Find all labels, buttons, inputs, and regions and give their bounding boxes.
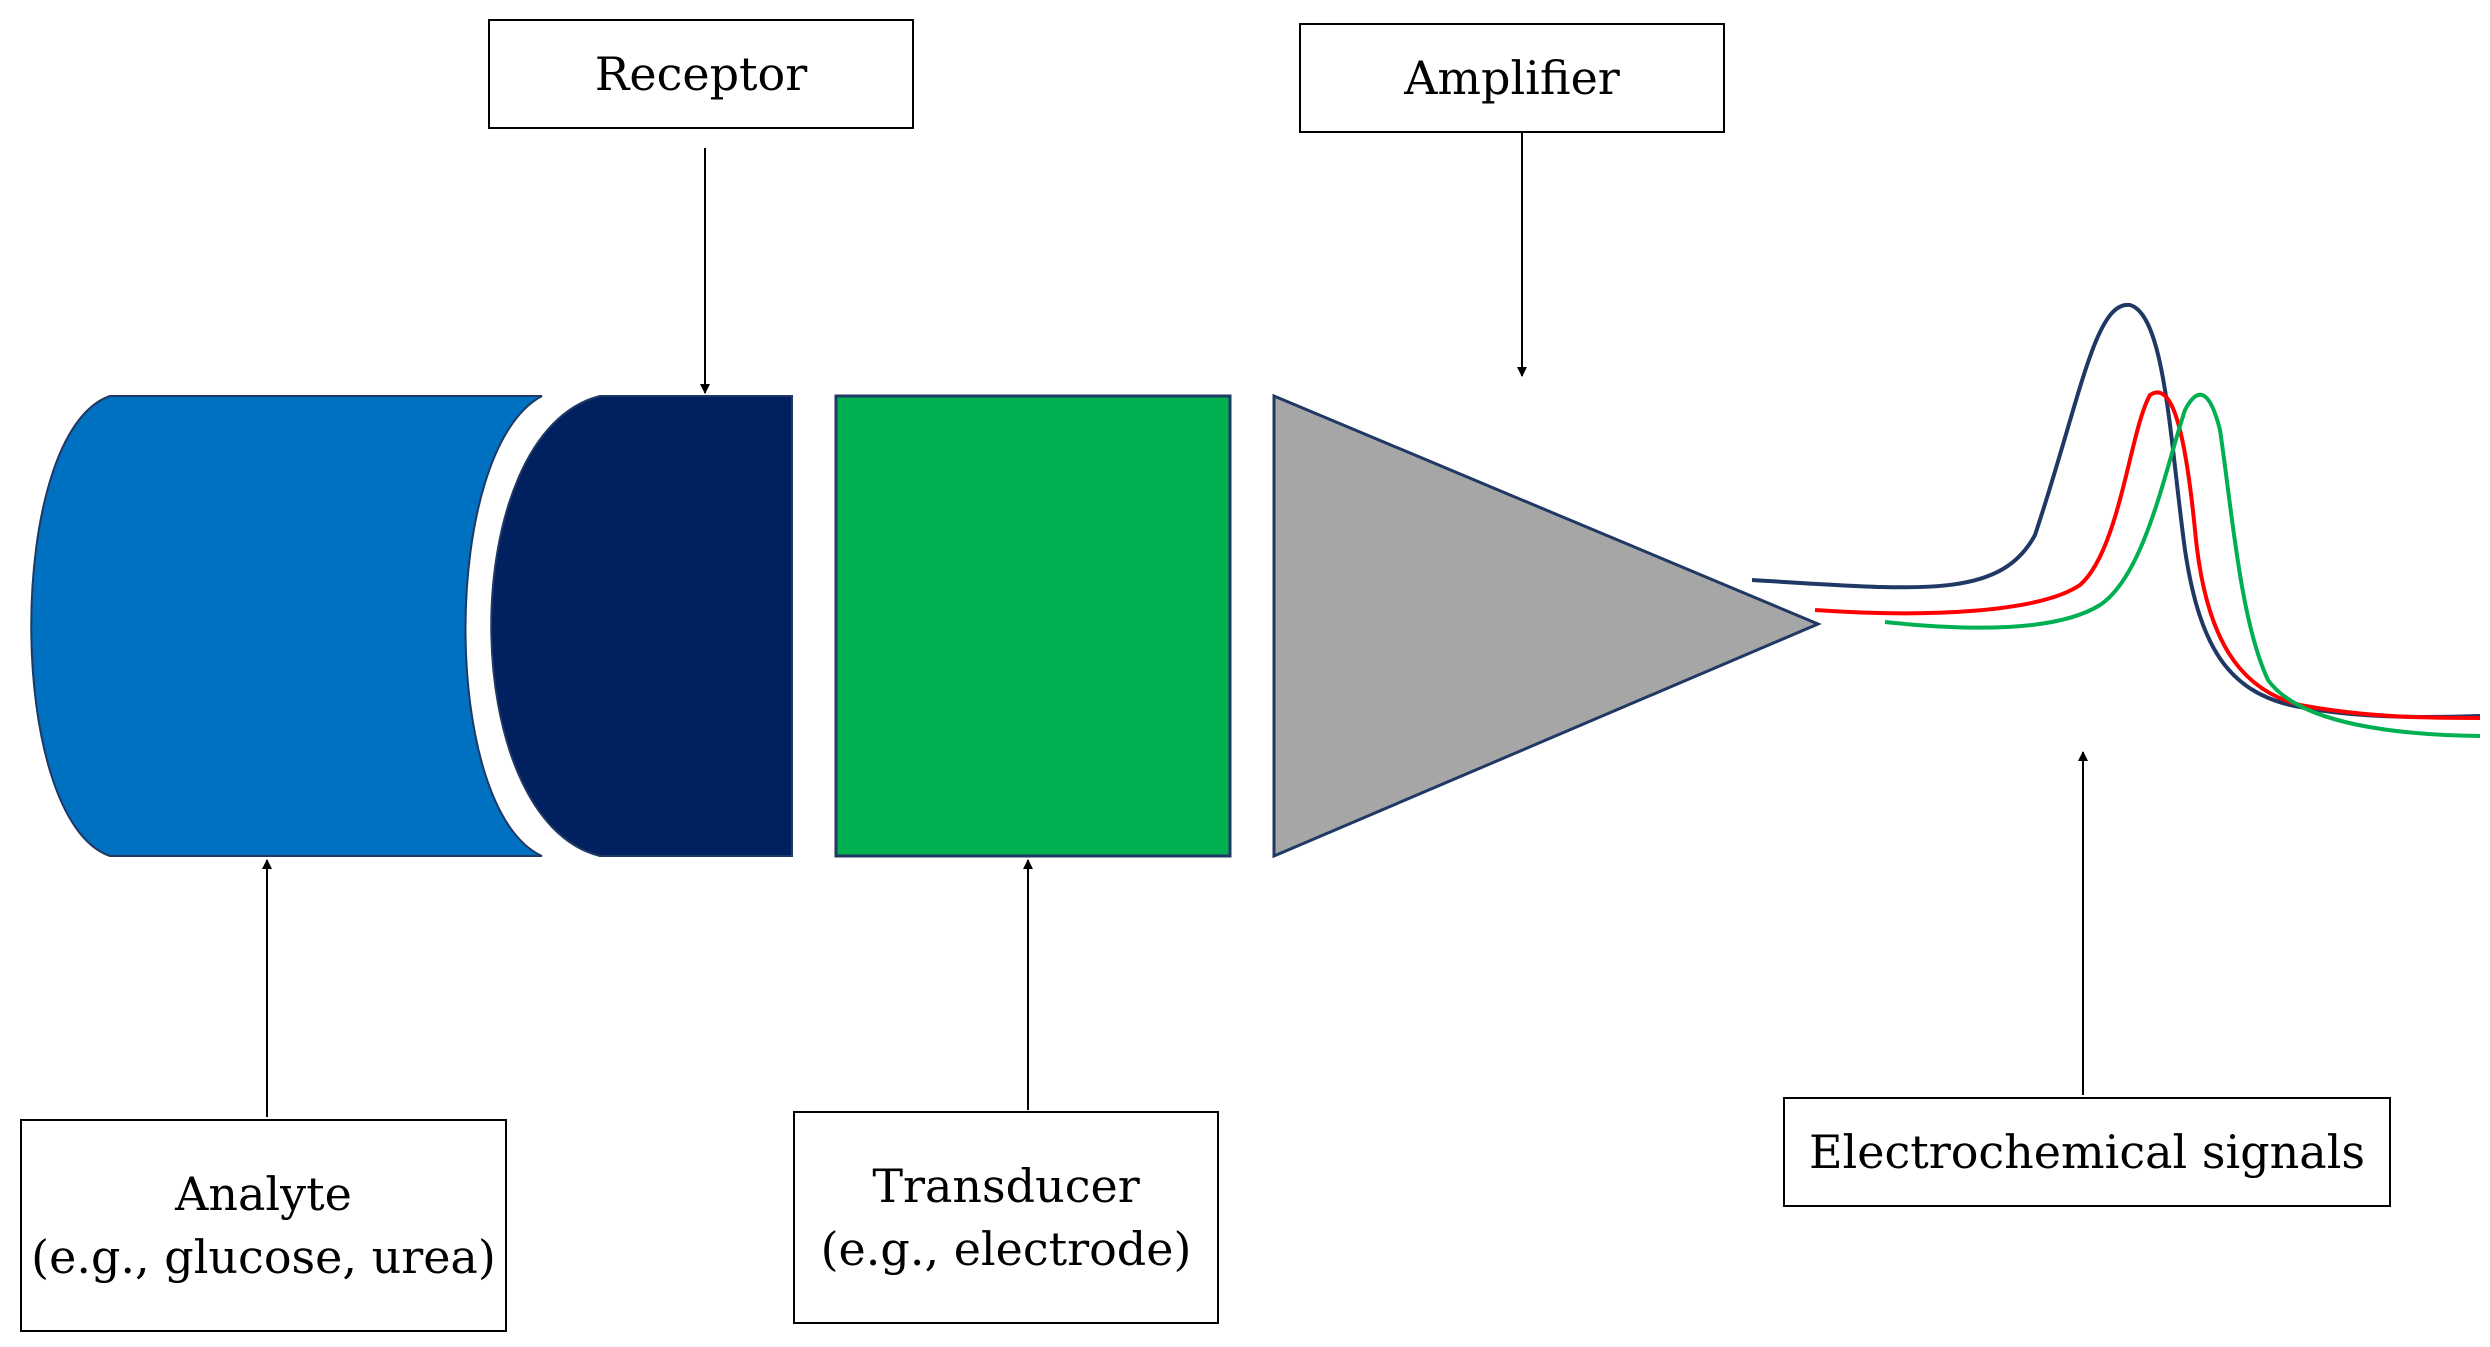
transducer-example: (e.g., electrode) — [820, 1221, 1192, 1276]
receptor-label: Receptor — [594, 46, 808, 101]
transducer-label: Transducer — [872, 1159, 1140, 1214]
analyte-example: (e.g., glucose, urea) — [31, 1229, 496, 1284]
amplifier-label: Amplifier — [1404, 50, 1620, 105]
signals-label-box: Electrochemical signals — [1783, 1097, 2391, 1207]
analyte-label: Analyte — [175, 1167, 352, 1222]
signals-label: Electrochemical signals — [1808, 1124, 2366, 1179]
amplifier-shape — [1272, 393, 1822, 859]
signal-curve-navy — [1751, 302, 2481, 719]
transducer-label-box: Transducer (e.g., electrode) — [793, 1111, 1219, 1324]
transducer-shape — [834, 394, 1232, 858]
receptor-label-box: Receptor — [488, 19, 914, 129]
receptor-shape — [490, 395, 793, 857]
amplifier-label-box: Amplifier — [1299, 23, 1725, 133]
analyte-label-box: Analyte (e.g., glucose, urea) — [20, 1119, 507, 1332]
signal-curve-green — [1884, 392, 2481, 738]
analyte-shape — [30, 395, 543, 857]
signal-curve-red — [1814, 390, 2481, 720]
